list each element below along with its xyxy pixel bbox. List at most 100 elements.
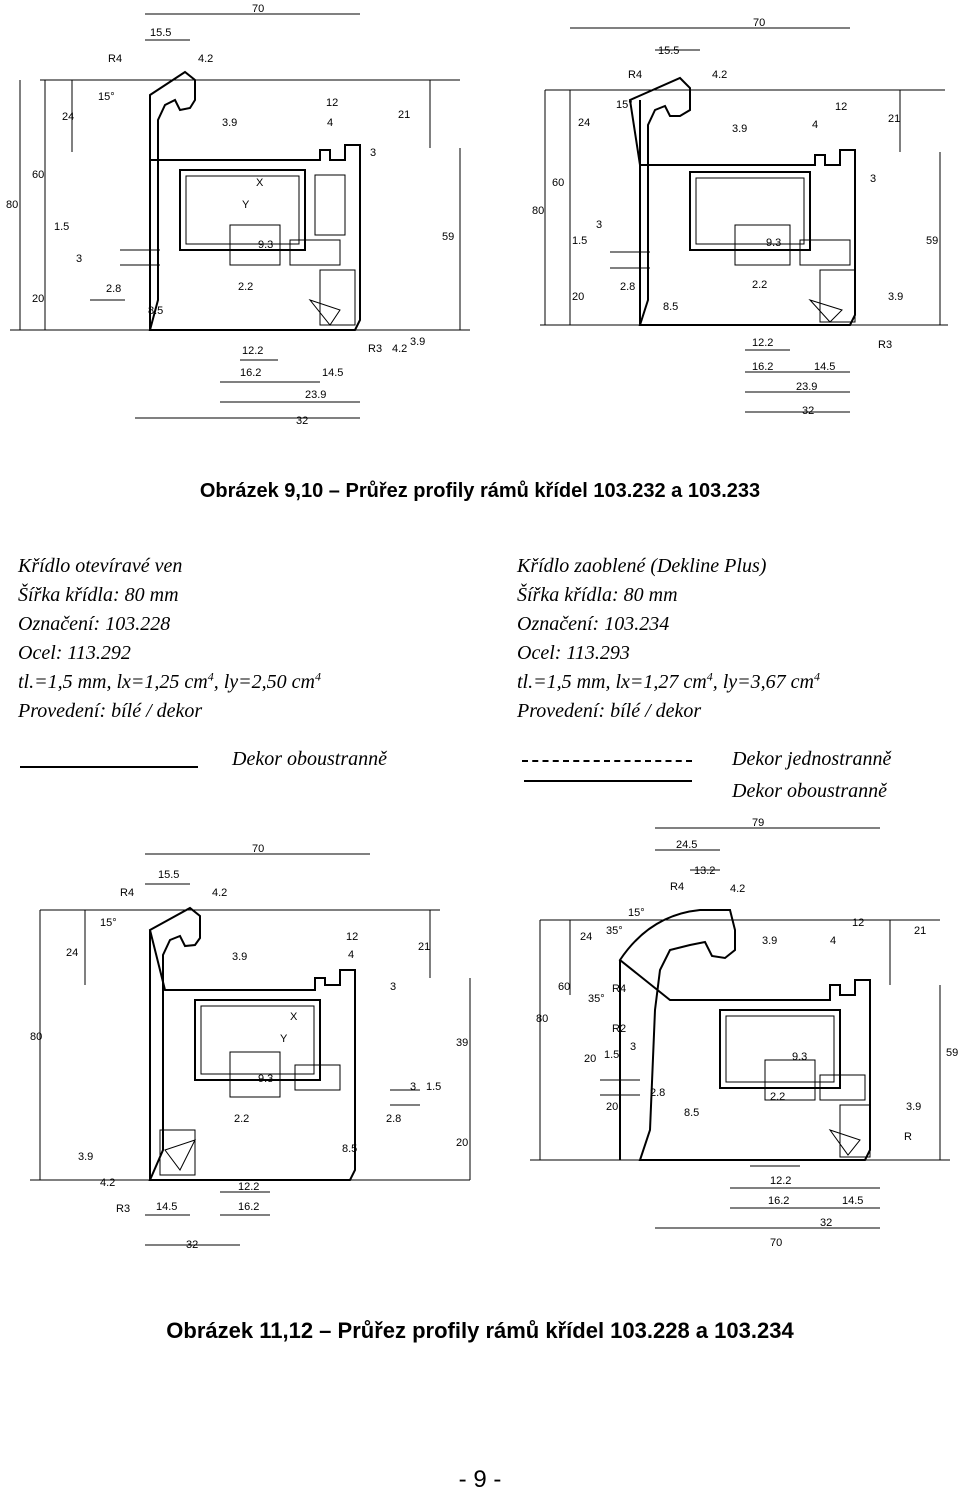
dim-label: 9.3 <box>258 239 273 251</box>
dim-label: 20 <box>584 1053 596 1065</box>
dim-label: 4 <box>327 117 333 129</box>
dim-label: 4.2 <box>212 887 227 899</box>
legend-solid-line <box>20 766 198 768</box>
profile-drawing-103-228: 70 15.5 R4 4.2 15° 12 4 3.9 21 24 3 80 3… <box>0 820 480 1260</box>
dim-label: 4 <box>830 935 836 947</box>
dim-label: 35° <box>606 925 623 937</box>
drawing-svg: 79 24.5 13.2 R4 4.2 15° 35° 12 4 3.9 21 … <box>530 817 958 1249</box>
dim-label: 14.5 <box>322 367 343 379</box>
dim-label: 21 <box>398 109 410 121</box>
spec-line: Křídlo otevíravé ven <box>18 555 183 577</box>
dim-label: 21 <box>418 941 430 953</box>
spec-line: Šířka křídla: 80 mm <box>517 584 678 606</box>
dim-label: 4.2 <box>198 53 213 65</box>
dim-label: 60 <box>558 981 570 993</box>
spec-line-steel: tl.=1,5 mm, lx=1,27 cm4, ly=3,67 cm4 <box>517 668 820 697</box>
dim-label: 3 <box>630 1041 636 1053</box>
dim-label: 12 <box>346 931 358 943</box>
dim-label: R4 <box>120 887 134 899</box>
legend-solid-label: Dekor oboustranně <box>732 780 887 802</box>
axis-label: Y <box>280 1033 288 1045</box>
spec-line: Provedení: bílé / dekor <box>18 700 203 722</box>
spec-exponent: 4 <box>814 669 820 684</box>
dim-label: 4 <box>348 949 354 961</box>
spec-line: Ocel: 113.292 <box>18 642 131 664</box>
dim-label: 12 <box>835 101 847 113</box>
dim-label: R3 <box>368 343 382 355</box>
spec-exponent: 4 <box>315 669 321 684</box>
dim-label: 2.2 <box>752 279 767 291</box>
profile-drawing-103-234: 79 24.5 13.2 R4 4.2 15° 35° 12 4 3.9 21 … <box>480 810 960 1260</box>
dim-label: 3 <box>870 173 876 185</box>
dim-label: 23.9 <box>796 381 817 393</box>
dim-label: 4.2 <box>712 69 727 81</box>
dim-label: 1.5 <box>426 1081 441 1093</box>
dim-label: 35° <box>588 993 605 1005</box>
dim-label: 9.3 <box>258 1073 273 1085</box>
dim-label: 12.2 <box>752 337 773 349</box>
dim-label: R3 <box>878 339 892 351</box>
dim-label: 4.2 <box>100 1177 115 1189</box>
dim-label: 4.2 <box>730 883 745 895</box>
spec-exponent: 4 <box>207 669 214 684</box>
spec-line: Provedení: bílé / dekor <box>517 700 702 722</box>
dim-label: 70 <box>252 843 264 855</box>
spec-line-steel: tl.=1,5 mm, lx=1,25 cm4, ly=2,50 cm4 <box>18 668 321 697</box>
dim-label: R4 <box>628 69 642 81</box>
dim-label: 20 <box>572 291 584 303</box>
dim-label: 4 <box>812 119 818 131</box>
dim-label: R3 <box>116 1203 130 1215</box>
drawing-svg: 70 15.5 R4 4.2 15° 12 4 3.9 21 24 60 80 … <box>6 3 470 427</box>
dim-label: 12 <box>326 97 338 109</box>
dim-label: 20 <box>32 293 44 305</box>
dim-label: R4 <box>612 983 626 995</box>
dim-label: 2.8 <box>650 1087 665 1099</box>
dim-label: 3.9 <box>762 935 777 947</box>
dim-label: 80 <box>536 1013 548 1025</box>
dim-label: 8.5 <box>684 1107 699 1119</box>
dim-label: 24 <box>578 117 590 129</box>
spec-line: Ocel: 113.293 <box>517 642 630 664</box>
dim-label: 15° <box>628 907 645 919</box>
dim-label: 32 <box>820 1217 832 1229</box>
dim-label: 16.2 <box>238 1201 259 1213</box>
dim-label: 80 <box>532 205 544 217</box>
dim-label: 12 <box>852 917 864 929</box>
dim-label: 2.2 <box>770 1091 785 1103</box>
dim-label: 14.5 <box>156 1201 177 1213</box>
page-number: - 9 - <box>458 1466 502 1493</box>
spec-text: , ly=2,50 cm <box>213 671 315 693</box>
dim-label: 24 <box>66 947 78 959</box>
dim-label: 23.9 <box>305 389 326 401</box>
dim-label: 3.9 <box>410 336 425 348</box>
dim-label: 3 <box>76 253 82 265</box>
dim-label: 3.9 <box>78 1151 93 1163</box>
profile-drawing-103-233: 70 15.5 R4 4.2 15° 12 4 3.9 21 24 60 80 … <box>480 0 960 440</box>
dim-label: 15.5 <box>658 45 679 57</box>
spec-text: , ly=3,67 cm <box>712 671 814 693</box>
figure-caption-bottom: Obrázek 11,12 – Průřez profily rámů kříd… <box>166 1318 794 1343</box>
dim-label: 32 <box>186 1239 198 1251</box>
dim-label: 32 <box>296 415 308 427</box>
dim-label: 4.2 <box>392 343 407 355</box>
dim-label: 80 <box>30 1031 42 1043</box>
axis-label: X <box>256 177 264 189</box>
spec-exponent: 4 <box>706 669 713 684</box>
dim-label: 2.8 <box>386 1113 401 1125</box>
dim-label: 15° <box>98 91 115 103</box>
dim-label: 3.9 <box>888 291 903 303</box>
dim-label: 2.8 <box>106 283 121 295</box>
axis-label: Y <box>242 199 250 211</box>
spec-line: Označení: 103.228 <box>18 613 171 635</box>
dim-label: 3.9 <box>232 951 247 963</box>
dim-label: 15° <box>100 917 117 929</box>
dim-label: 80 <box>6 199 18 211</box>
dim-label: 32 <box>802 405 814 417</box>
dim-label: 1.5 <box>572 235 587 247</box>
dim-label: 3 <box>596 219 602 231</box>
legend-solid-line <box>524 780 692 782</box>
legend-solid-label: Dekor oboustranně <box>232 748 387 770</box>
spec-line: Označení: 103.234 <box>517 613 670 635</box>
spec-right: Křídlo zaoblené (Dekline Plus) Šířka kří… <box>517 552 820 726</box>
legend-dashed-label: Dekor jednostranně <box>732 748 892 770</box>
